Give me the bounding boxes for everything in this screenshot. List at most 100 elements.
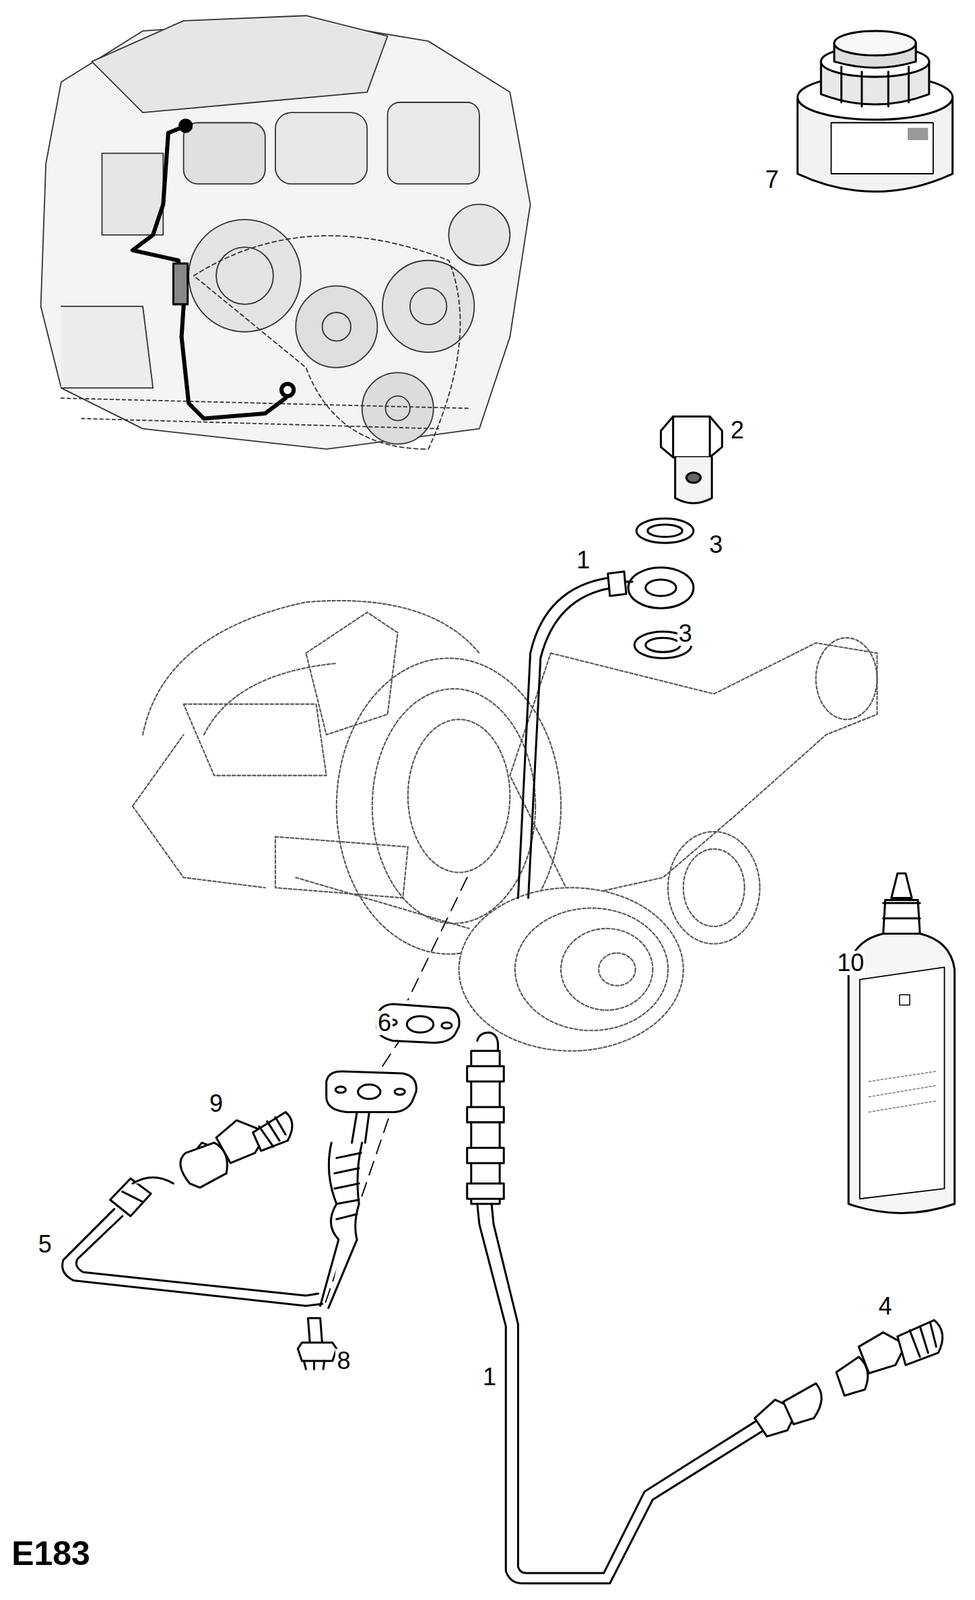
threadlock-bottle-part [891,873,912,898]
oil-return-pipe-part [110,1178,152,1217]
turbocharger-part [598,952,636,986]
gasket-part [406,1016,433,1033]
turbocharger-part [459,887,684,1051]
pipe-union-part [253,1111,293,1151]
sealing-washer-part [645,637,681,652]
pipe-union [754,1319,943,1437]
callout-number: 2 [729,418,746,443]
oil-feed-pipe-part [626,580,633,583]
turbocharger-part [295,877,469,929]
oil-feed-pipe-part [477,1203,767,1584]
oil-return-pipe-part [62,1208,323,1306]
callout-number: 9 [208,1091,225,1116]
flange-bolt-part [303,1360,324,1369]
engine-overview-part [322,312,351,341]
oil-feed-pipe-part [608,571,627,596]
oil-return-pipe-part [358,1084,381,1099]
pipe-union [180,1111,293,1188]
oil-return-pipe-part [122,1191,143,1202]
turbocharger-part [515,908,668,1031]
engine-overview-part [183,122,266,184]
oil-feed-pipe-part [628,567,694,609]
oil-return-pipe [62,1071,417,1308]
oil-return-pipe-part [76,1216,318,1296]
turbocharger-part [183,704,327,776]
turbocharger-part [667,831,760,945]
engine-overview-part [216,247,274,305]
oil-feed-pipe-part [477,1032,499,1051]
oil-return-pipe-part [328,1142,363,1308]
threadlock-bottle-part [868,1071,936,1113]
oil-feed-pipe [467,1032,767,1584]
oil-feed-pipe-part [467,1065,505,1199]
assembly-line-part [408,877,468,1000]
banjo-bolt-part [673,416,711,458]
oil-feed-pipe [517,567,694,899]
callout-number: 3 [707,532,724,557]
engine-overview-part [295,286,378,368]
banjo-bolt [660,416,722,503]
callout-number: 7 [764,167,781,192]
sealant-can-part [830,122,933,174]
turbocharger [132,600,878,1052]
oil-return-pipe-part [132,1177,174,1184]
turbocharger-part [275,836,409,899]
threadlock-bottle-part [899,994,910,1005]
callout-number: 8 [335,1348,352,1373]
threadlock-bottle [848,873,955,1213]
sealant-can-part [841,66,910,107]
engine-overview [41,15,531,450]
turbocharger-part [816,637,878,720]
pipe-union-part [836,1356,868,1396]
callout-number: 10 [835,950,866,975]
engine-overview-part [382,260,475,353]
pipe-union-part [783,1383,822,1425]
engine-oil-line-part [173,263,188,305]
oil-return-pipe-part [352,1111,370,1142]
engine-overview-part [362,372,434,444]
engine-overview-part [61,306,153,388]
engine-overview-part [91,15,388,113]
engine-overview-part [448,204,510,266]
callout-number: 3 [677,621,694,646]
engine-overview-part [410,288,448,326]
callout-number: 1 [481,1364,498,1390]
pipe-union-part [180,1142,228,1188]
banjo-bolt-part [675,457,713,503]
pipe-union-part [259,1117,286,1147]
turbocharger-part [204,663,337,735]
engine-overview-part [275,112,367,184]
sealant-can [797,30,953,192]
banjo-bolt-part [686,472,701,483]
oil-feed-pipe-part [517,577,610,899]
oil-return-pipe-part [334,1152,361,1219]
engine-overview-part [385,395,411,421]
turbocharger-part [132,734,266,888]
engine-oil-line-part [132,124,286,419]
threadlock-bottle-part [883,899,921,934]
flange-bolt-part [307,1317,322,1344]
gasket-part [441,1022,452,1029]
oil-feed-pipe-part [528,587,613,898]
pipe-union-part [897,1319,943,1365]
engine-overview-part [101,153,163,235]
turbocharger-part [372,688,536,924]
callout-number: 5 [37,1232,54,1257]
oil-return-pipe-part [335,1086,346,1093]
turbocharger-part [560,928,653,1011]
engine-oil-line-part [281,383,294,396]
threadlock-bottle-part [883,902,921,919]
flange-bolt-part [297,1342,337,1361]
oil-return-pipe-part [394,1088,405,1095]
sealant-can-part [834,30,916,56]
pipe-union-part [909,1321,936,1357]
callout-number: 4 [877,1294,894,1319]
turbocharger-part [683,849,745,927]
callout-number: 1 [575,548,592,573]
threadlock-bottle-part [859,966,945,1199]
oil-feed-pipe-part [491,1203,761,1573]
turbocharger-part [408,719,510,872]
flange-bolt [297,1317,337,1369]
oil-return-pipe-part [326,1071,417,1113]
